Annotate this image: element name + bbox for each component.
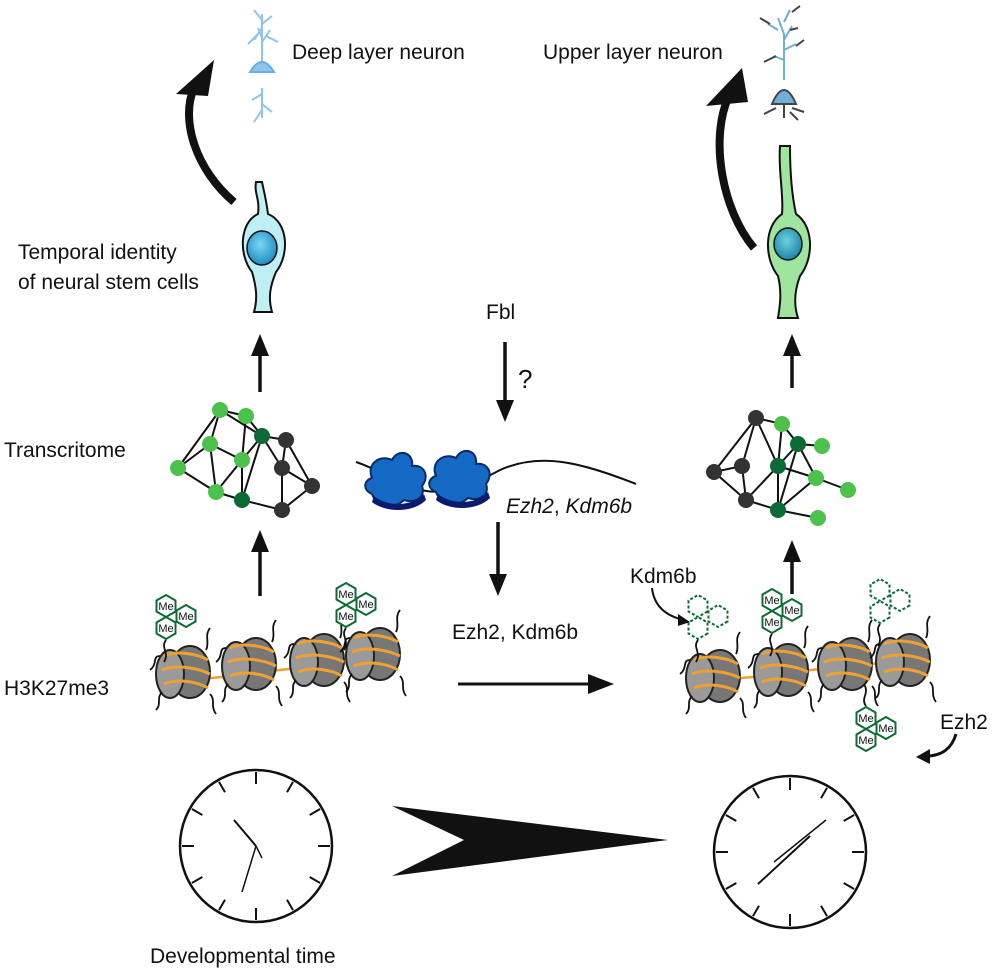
removed-methyl-hexagon: [889, 587, 911, 613]
temporal-identity-label-line1: Temporal identity: [18, 241, 177, 264]
transcriptome-network-right: [706, 410, 856, 526]
histone-chromatin-left: [148, 608, 408, 716]
methyl-hexagon: [761, 609, 783, 635]
mrna-separator: ,: [553, 495, 566, 518]
late-stem-cell-icon: [766, 145, 812, 319]
removed-methyl-hexagon: [869, 577, 891, 603]
horizontal-arrow: [458, 674, 614, 694]
me-label: Me: [338, 589, 353, 601]
histone-tail: [695, 639, 699, 663]
me-label: Me: [178, 611, 193, 623]
clock-tick: [820, 787, 828, 799]
kdm6b-label: Kdm6b: [630, 565, 697, 588]
differentiation-arrow-left: [176, 60, 237, 206]
demethylated-group: [869, 577, 911, 647]
me-label: Me: [858, 735, 873, 747]
protein-label: Ezh2, Kdm6b: [452, 621, 579, 644]
me-label: Me: [784, 605, 799, 617]
vertical-arrows: [251, 334, 801, 596]
methyl-hexagon: [781, 597, 803, 623]
me-label: Me: [338, 611, 353, 623]
clock-tick: [843, 882, 855, 890]
me-label: Me: [858, 713, 873, 725]
clock-tick: [218, 899, 226, 911]
removed-methyl-hexagon: [869, 599, 891, 625]
temporal-identity-label-line2: of neural stem cells: [18, 271, 199, 294]
mrna-ezh2: Ezh2: [506, 495, 554, 518]
h3k27me3-label: H3K27me3: [4, 677, 110, 700]
deep-layer-neuron-icon: [247, 9, 279, 123]
early-stem-cell-icon: [241, 181, 287, 313]
clock-tick: [218, 781, 226, 793]
clock-tick: [843, 814, 855, 822]
histone-tail: [163, 639, 167, 663]
methyl-hexagon: [855, 727, 877, 753]
transcriptome-label: Transcritome: [4, 439, 126, 462]
transcriptome-network-left: [170, 402, 320, 518]
clock-tick: [309, 876, 321, 884]
removed-methyl-hexagon: [687, 615, 709, 641]
upper-layer-neuron-label: Upper layer neuron: [543, 41, 723, 64]
ezh2-arrow: [916, 733, 958, 764]
clock-tick: [286, 899, 294, 911]
ribosome-mrna-icon: [355, 449, 637, 510]
me-label: Me: [158, 601, 173, 613]
methyl-hexagon: [175, 603, 197, 629]
me-label: Me: [764, 595, 779, 607]
methyl-hexagon: [155, 615, 177, 641]
mrna-label: Ezh2, Kdm6b: [506, 494, 632, 520]
clock-tick: [725, 814, 737, 822]
me-label: Me: [358, 599, 373, 611]
histone-tail: [863, 683, 867, 707]
deep-layer-neuron-label: Deep layer neuron: [292, 41, 465, 64]
methyl-hexagon: [875, 715, 897, 741]
ezh2-label: Ezh2: [940, 711, 988, 734]
clock-late-icon: [712, 774, 868, 930]
me-label: Me: [764, 617, 779, 629]
differentiation-arrow-right: [706, 68, 758, 251]
histone-tail: [343, 627, 347, 651]
clock-early-icon: [178, 768, 334, 924]
question-mark: ?: [518, 364, 533, 394]
kdm6b-arrow: [651, 587, 690, 626]
clock-tick: [752, 905, 760, 917]
developmental-time-label: Developmental time: [150, 945, 336, 968]
histone-tail: [769, 633, 773, 657]
clock-tick: [725, 882, 737, 890]
mrna-kdm6b: Kdm6b: [565, 495, 633, 518]
removed-methyl-hexagon: [687, 593, 709, 619]
histone-tail: [877, 623, 881, 647]
demethylated-group: [687, 593, 729, 663]
me-label: Me: [878, 723, 893, 735]
removed-methyl-hexagon: [707, 603, 729, 629]
clock-tick: [191, 876, 203, 884]
clock-tick: [309, 808, 321, 816]
me-label: Me: [158, 623, 173, 635]
histone-chromatin-right: [678, 614, 938, 720]
methyl-hexagon: [335, 603, 357, 629]
clock-tick: [820, 905, 828, 917]
clock-tick: [191, 808, 203, 816]
clock-tick: [752, 787, 760, 799]
time-progress-arrow: [392, 806, 668, 876]
methyl-hexagon: [355, 591, 377, 617]
fbl-label: Fbl: [486, 301, 516, 324]
clock-tick: [286, 781, 294, 793]
upper-layer-neuron-icon: [759, 5, 805, 121]
